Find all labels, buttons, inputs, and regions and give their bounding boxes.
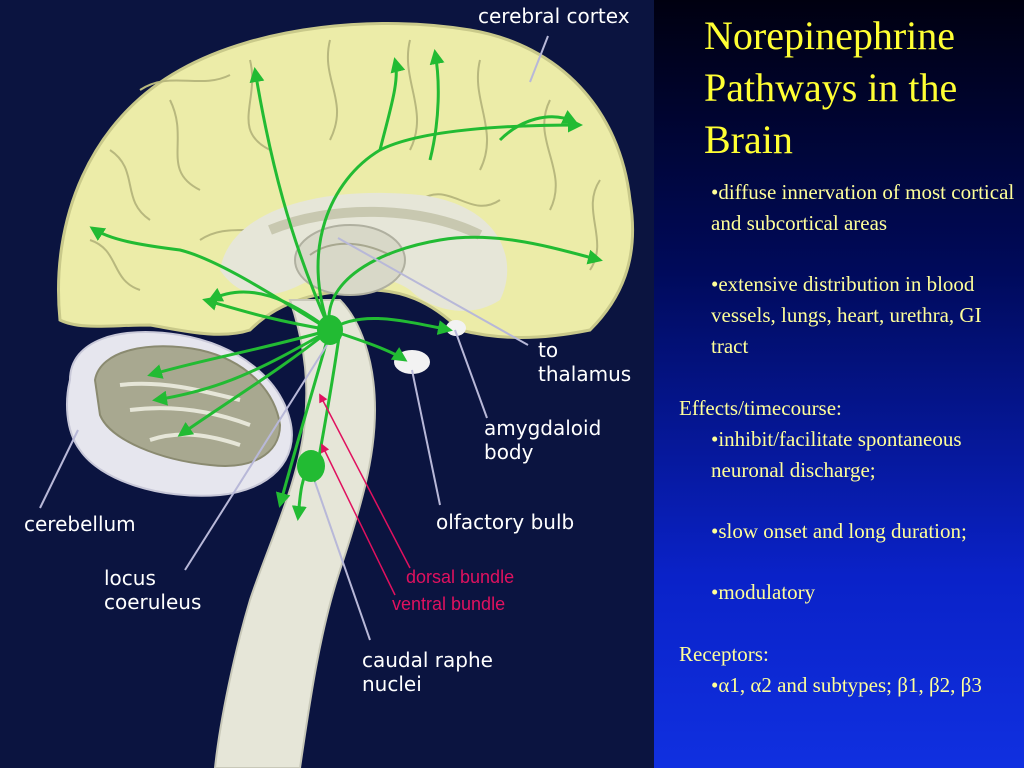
leader-lines — [39, 35, 549, 641]
brain-illustration — [39, 22, 635, 768]
label-locus-coeruleus: locus coeruleus — [104, 566, 202, 614]
brainstem-shape — [213, 299, 377, 768]
slide-title: Norepinephrine Pathways in the Brain — [704, 13, 958, 162]
receptors-heading: Receptors: — [679, 642, 769, 666]
bullet-diffuse-innervation: •diffuse innervation of most cortical an… — [711, 180, 1015, 235]
effects-heading: Effects/timecourse: — [679, 396, 842, 420]
label-olfactory-bulb: olfactory bulb — [436, 510, 575, 534]
label-dorsal-bundle: dorsal bundle — [406, 567, 515, 587]
label-caudal-raphe-nuclei: caudal raphe nuclei — [362, 648, 493, 696]
effects-item: •slow onset and long duration; — [711, 519, 967, 543]
label-amygdaloid-body: amygdaloid body — [484, 416, 602, 464]
brain-diagram: cerebral cortex to thalamus amygdaloid b… — [24, 4, 635, 768]
effects-item: •modulatory — [711, 580, 816, 604]
locus-coeruleus-nucleus — [317, 315, 343, 345]
label-ventral-bundle: ventral bundle — [392, 594, 506, 614]
label-cerebral-cortex: cerebral cortex — [478, 4, 630, 28]
text-panel: Norepinephrine Pathways in the Brain •di… — [654, 0, 1024, 768]
bullet-extensive-distribution: •extensive distribution in blood vessels… — [711, 272, 982, 358]
bundle-pointers — [319, 393, 411, 596]
label-cerebellum: cerebellum — [24, 512, 136, 536]
effects-item: •inhibit/facilitate spontaneous neuronal… — [711, 427, 962, 482]
receptors-item: •α1, α2 and subtypes; β1, β2, β3 — [711, 673, 982, 697]
caudal-raphe-nucleus — [297, 450, 325, 482]
label-to-thalamus: to thalamus — [538, 338, 632, 386]
